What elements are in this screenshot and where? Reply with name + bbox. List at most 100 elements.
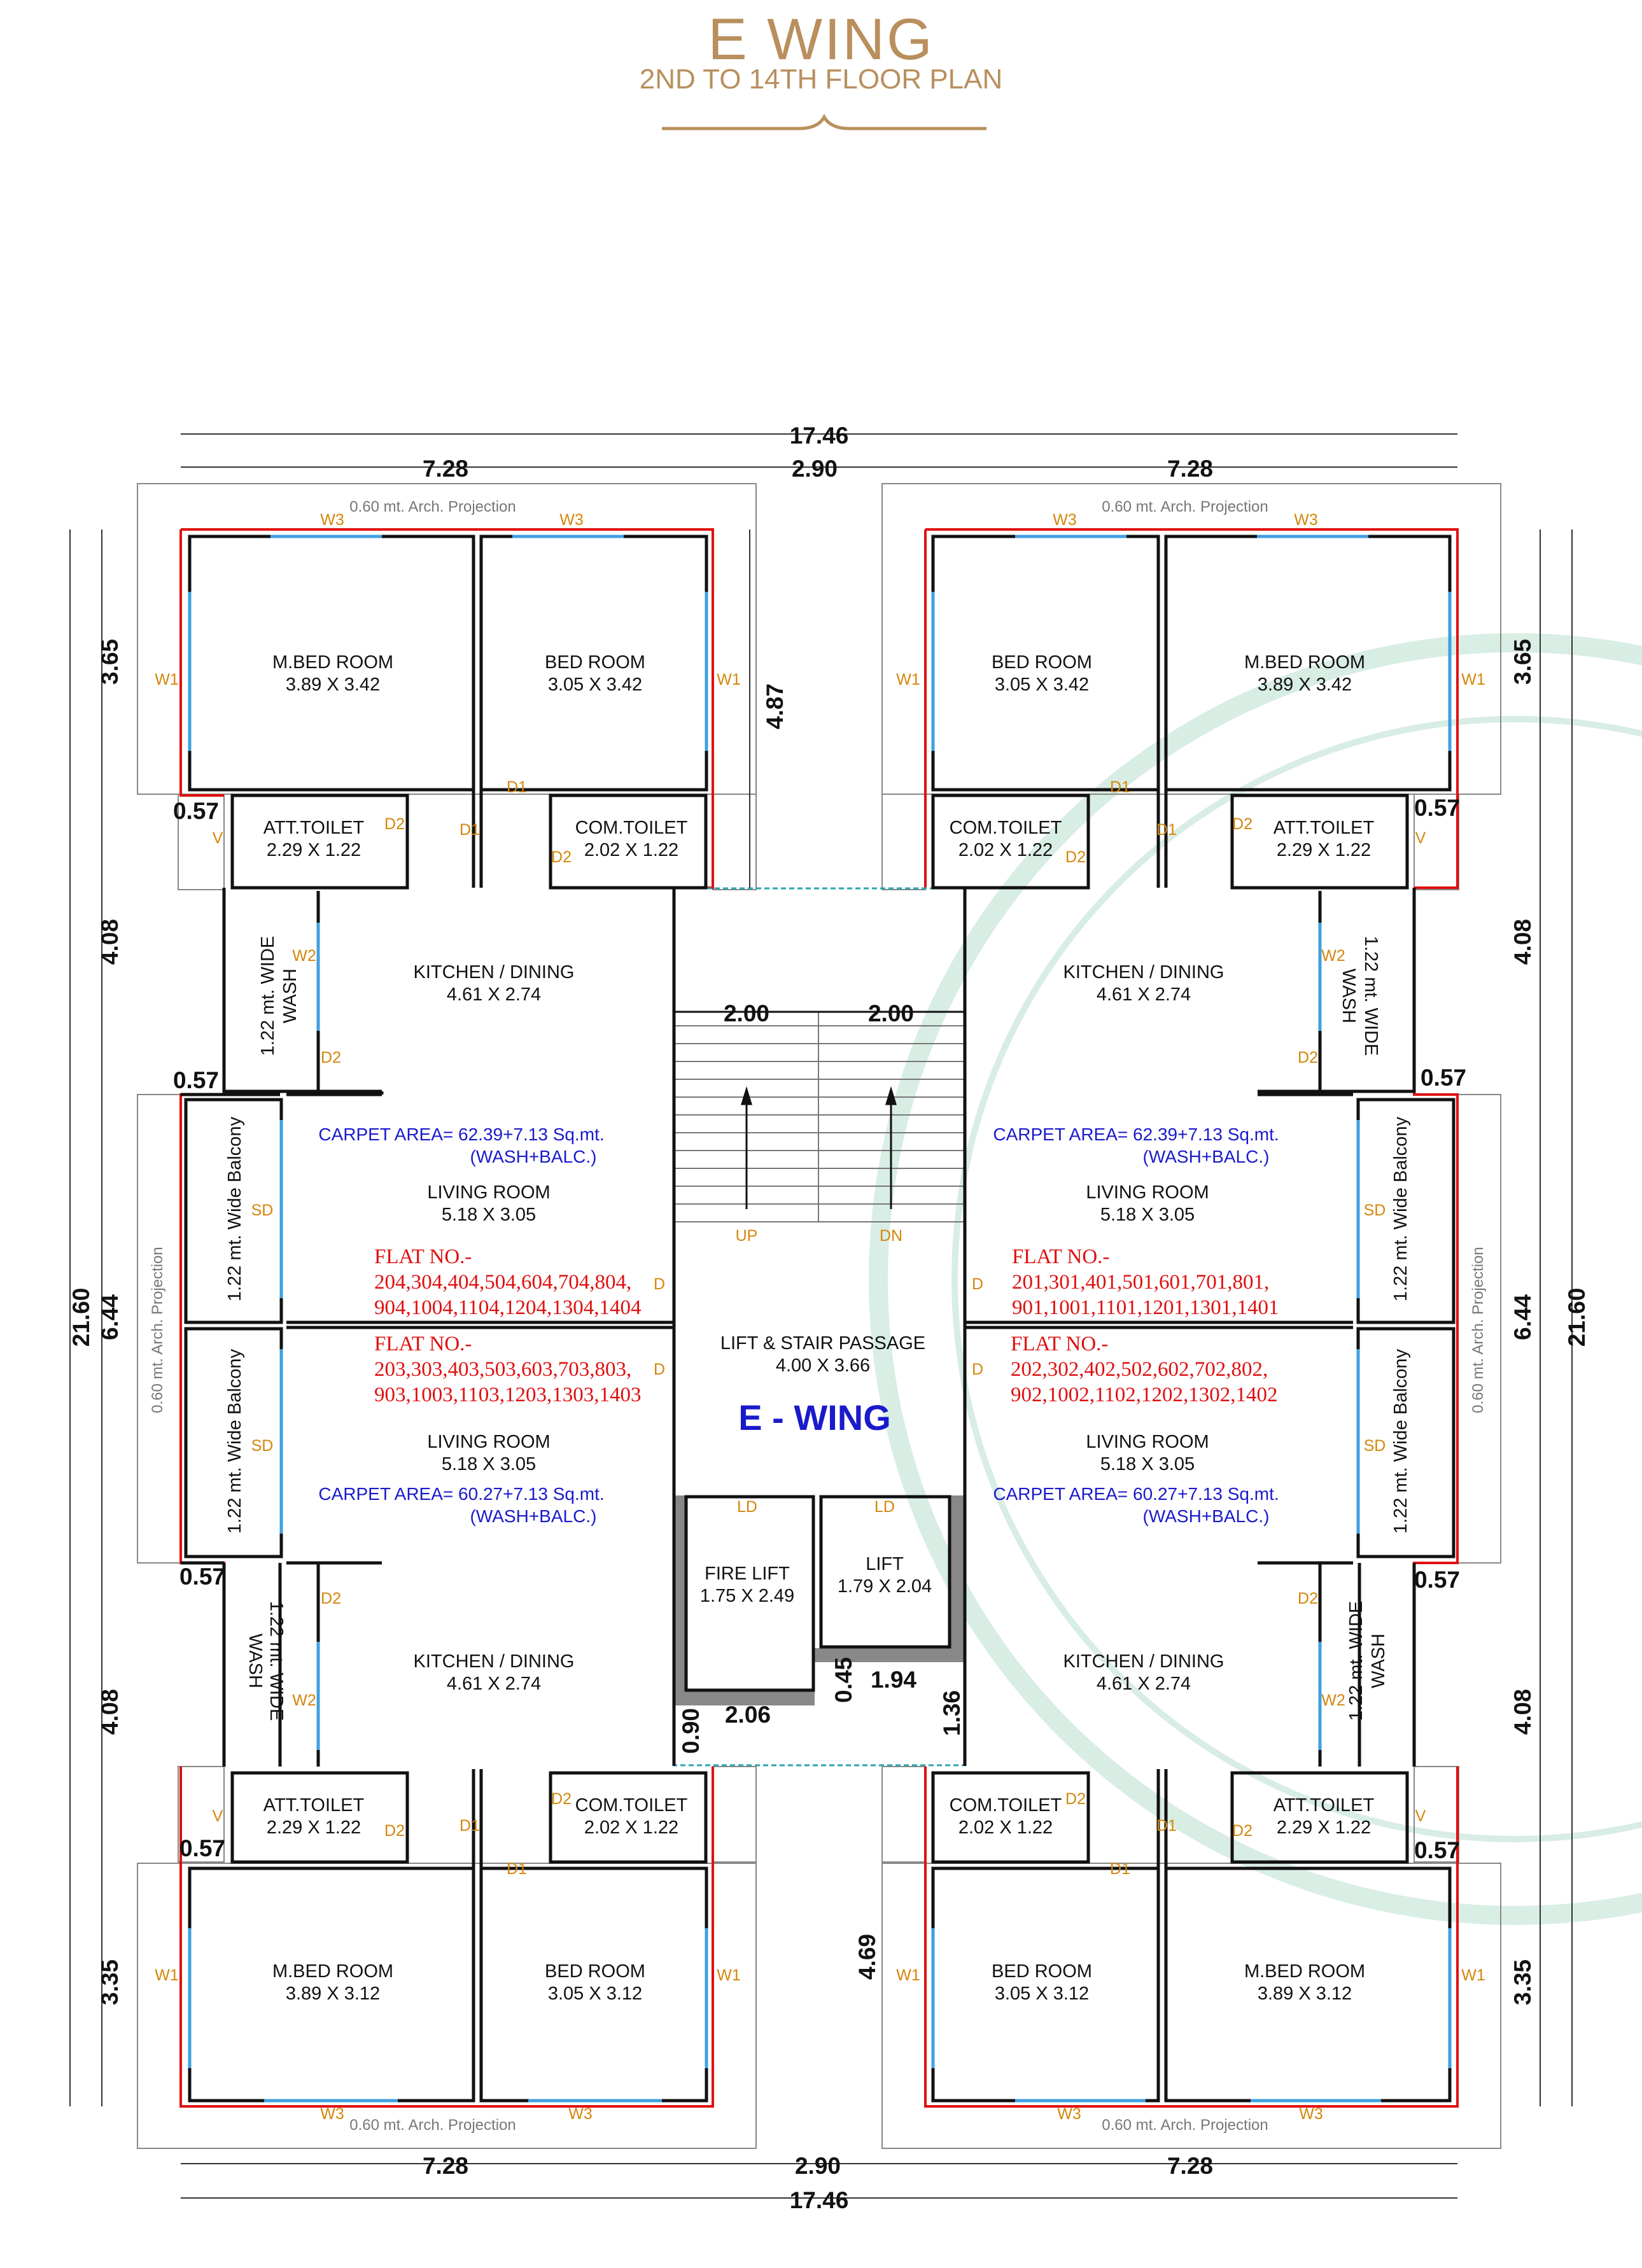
room-fire-lift: FIRE LIFT — [705, 1564, 790, 1584]
door-d-tl: D — [654, 1275, 665, 1293]
window-w1-tr2: W1 — [1461, 671, 1485, 689]
carpet-br-note: (WASH+BALC.) — [1143, 1506, 1270, 1526]
room-com-toilet-br: COM.TOILET — [950, 1795, 1062, 1816]
projection-label-tr: 0.60 mt. Arch. Projection — [1102, 498, 1268, 515]
room-bed-bl: BED ROOM — [545, 1961, 645, 1982]
stair — [675, 1011, 964, 1222]
room-com-toilet-tr: COM.TOILET — [950, 818, 1062, 838]
flat-tr-title: FLAT NO.- — [1012, 1245, 1109, 1268]
wing-label: E - WING — [738, 1397, 891, 1438]
room-kitchen-bl-size: 4.61 X 2.74 — [447, 1674, 541, 1694]
carpet-br: CARPET AREA= 60.27+7.13 Sq.mt. — [993, 1484, 1279, 1504]
flat-tr-line2: 901,1001,1101,1201,1301,1401 — [1012, 1296, 1279, 1319]
sliding-door-tl: SD — [251, 1201, 274, 1219]
room-com-toilet-bl: COM.TOILET — [575, 1795, 688, 1816]
room-m-bed-br-size: 3.89 X 3.12 — [1258, 1984, 1352, 2004]
balcony-label-tr: 1.22 mt. Wide Balcony — [1391, 1116, 1411, 1301]
door-d2-tl: D2 — [384, 815, 405, 833]
balcony-label-br: 1.22 mt. Wide Balcony — [1391, 1348, 1411, 1534]
dim-core-c: 2.06 — [725, 1702, 771, 1728]
carpet-tr-note: (WASH+BALC.) — [1143, 1147, 1270, 1166]
wash-label-bl-b: WASH — [245, 1634, 265, 1688]
dim-overall-width-bottom: 17.46 — [790, 2187, 849, 2213]
dimension-lines — [69, 433, 1573, 2199]
room-bed-tl: BED ROOM — [545, 652, 645, 673]
room-com-toilet-tr-size: 2.02 X 1.22 — [958, 840, 1053, 860]
room-living-tr-size: 5.18 X 3.05 — [1100, 1205, 1195, 1225]
carpet-tl-note: (WASH+BALC.) — [470, 1147, 597, 1166]
door-d-br: D — [972, 1361, 983, 1378]
lift-door-ld1: LD — [737, 1498, 757, 1516]
door-d1-bl2: D1 — [460, 1817, 480, 1835]
wash-label-tl-b: WASH — [280, 969, 300, 1023]
room-labels: M.BED ROOM 3.89 X 3.42 BED ROOM 3.05 X 3… — [225, 652, 1411, 2004]
room-kitchen-br-size: 4.61 X 2.74 — [1097, 1674, 1191, 1694]
projection-label-bl: 0.60 mt. Arch. Projection — [349, 2117, 516, 2134]
door-d2-bl: D2 — [384, 1822, 405, 1840]
flat-br-line1: 202,302,402,502,602,702,802, — [1011, 1358, 1268, 1381]
wash-label-br-a: 1.22 mt. WIDE — [1346, 1601, 1366, 1721]
door-d1-br: D1 — [1110, 1860, 1130, 1878]
dim-offset-tr1: 0.57 — [1414, 795, 1460, 821]
dim-offset-tl1: 0.57 — [173, 798, 219, 824]
room-com-toilet-tl: COM.TOILET — [575, 818, 688, 838]
room-living-tr: LIVING ROOM — [1086, 1182, 1209, 1203]
room-m-bed-tl-size: 3.89 X 3.42 — [286, 675, 380, 695]
flat-br-line2: 902,1002,1102,1202,1302,1402 — [1011, 1383, 1278, 1406]
room-com-toilet-bl-size: 2.02 X 1.22 — [584, 1817, 678, 1838]
carpet-tl: CARPET AREA= 62.39+7.13 Sq.mt. — [318, 1124, 604, 1144]
dim-living-right: 6.44 — [1510, 1294, 1536, 1340]
door-d1-tl: D1 — [507, 778, 527, 796]
dim-bed-top-left: 3.65 — [97, 639, 123, 685]
dim-core-b: 1.94 — [871, 1667, 916, 1693]
projection-labels: 0.60 mt. Arch. Projection 0.60 mt. Arch.… — [149, 498, 1487, 2134]
door-d2-tr2: D2 — [1065, 848, 1086, 866]
dimension-labels: 17.46 7.28 2.90 7.28 7.28 2.90 7.28 17.4… — [68, 423, 1590, 2213]
dim-depth-left: 21.60 — [68, 1288, 94, 1347]
room-fire-lift-size: 1.75 X 2.49 — [700, 1586, 794, 1606]
door-d2-tl3: D2 — [321, 1049, 341, 1067]
room-living-br-size: 5.18 X 3.05 — [1100, 1454, 1195, 1474]
room-m-bed-bl-size: 3.89 X 3.12 — [286, 1984, 380, 2004]
dim-flat-width-tr: 7.28 — [1167, 456, 1213, 482]
room-kitchen-tr: KITCHEN / DINING — [1063, 962, 1224, 983]
dim-core-width-bottom: 2.90 — [795, 2153, 841, 2179]
window-w3-bl1: W3 — [320, 2105, 344, 2123]
room-living-tl: LIVING ROOM — [427, 1182, 550, 1203]
vent-v-br: V — [1415, 1807, 1426, 1825]
flat-tl-title: FLAT NO.- — [374, 1245, 472, 1268]
carpet-tr: CARPET AREA= 62.39+7.13 Sq.mt. — [993, 1124, 1279, 1144]
dim-core-e: 1.36 — [939, 1690, 965, 1736]
wash-label-tr-a: 1.22 mt. WIDE — [1361, 936, 1381, 1056]
flat-tr-line1: 201,301,401,501,601,701,801, — [1012, 1271, 1269, 1294]
room-kitchen-tl: KITCHEN / DINING — [414, 962, 575, 983]
projection-outlines — [137, 483, 1501, 2149]
dim-bed-bottom-left: 3.35 — [97, 1959, 123, 2005]
projection-label-right: 0.60 mt. Arch. Projection — [1470, 1247, 1487, 1413]
room-bed-tr-size: 3.05 X 3.42 — [995, 675, 1089, 695]
stair-down-label: DN — [880, 1227, 902, 1245]
door-d2-br3: D2 — [1298, 1590, 1318, 1607]
wash-label-tl-a: 1.22 mt. WIDE — [258, 936, 278, 1056]
dim-offset-bl1: 0.57 — [179, 1564, 225, 1590]
sliding-door-bl: SD — [251, 1437, 274, 1455]
door-d1-tr2: D1 — [1156, 821, 1177, 839]
flat-tl-line1: 204,304,404,504,604,704,804, — [374, 1271, 631, 1294]
opening-labels: W3 W3 W3 W3 W1 W1 W1 W1 D1 D1 D2 D1 D2 D… — [155, 511, 1485, 2123]
room-bed-bl-size: 3.05 X 3.12 — [548, 1984, 642, 2004]
room-living-bl: LIVING ROOM — [427, 1432, 550, 1452]
dim-flat-width-tl: 7.28 — [423, 456, 468, 482]
room-m-bed-tr: M.BED ROOM — [1244, 652, 1365, 673]
room-bed-tr: BED ROOM — [992, 652, 1092, 673]
dim-kitchen-bottom-right: 4.08 — [1510, 1689, 1536, 1735]
balcony-label-tl: 1.22 mt. Wide Balcony — [225, 1116, 245, 1301]
room-com-toilet-br-size: 2.02 X 1.22 — [958, 1817, 1053, 1838]
dim-core-depth-top: 4.87 — [762, 683, 788, 729]
balcony-label-bl: 1.22 mt. Wide Balcony — [225, 1348, 245, 1534]
carpet-bl: CARPET AREA= 60.27+7.13 Sq.mt. — [318, 1484, 604, 1504]
dim-offset-bl2: 0.57 — [179, 1835, 225, 1861]
wash-label-br-b: WASH — [1368, 1634, 1389, 1688]
vent-v-tr: V — [1415, 829, 1426, 847]
wash-label-bl-a: 1.22 mt. WIDE — [266, 1601, 286, 1721]
